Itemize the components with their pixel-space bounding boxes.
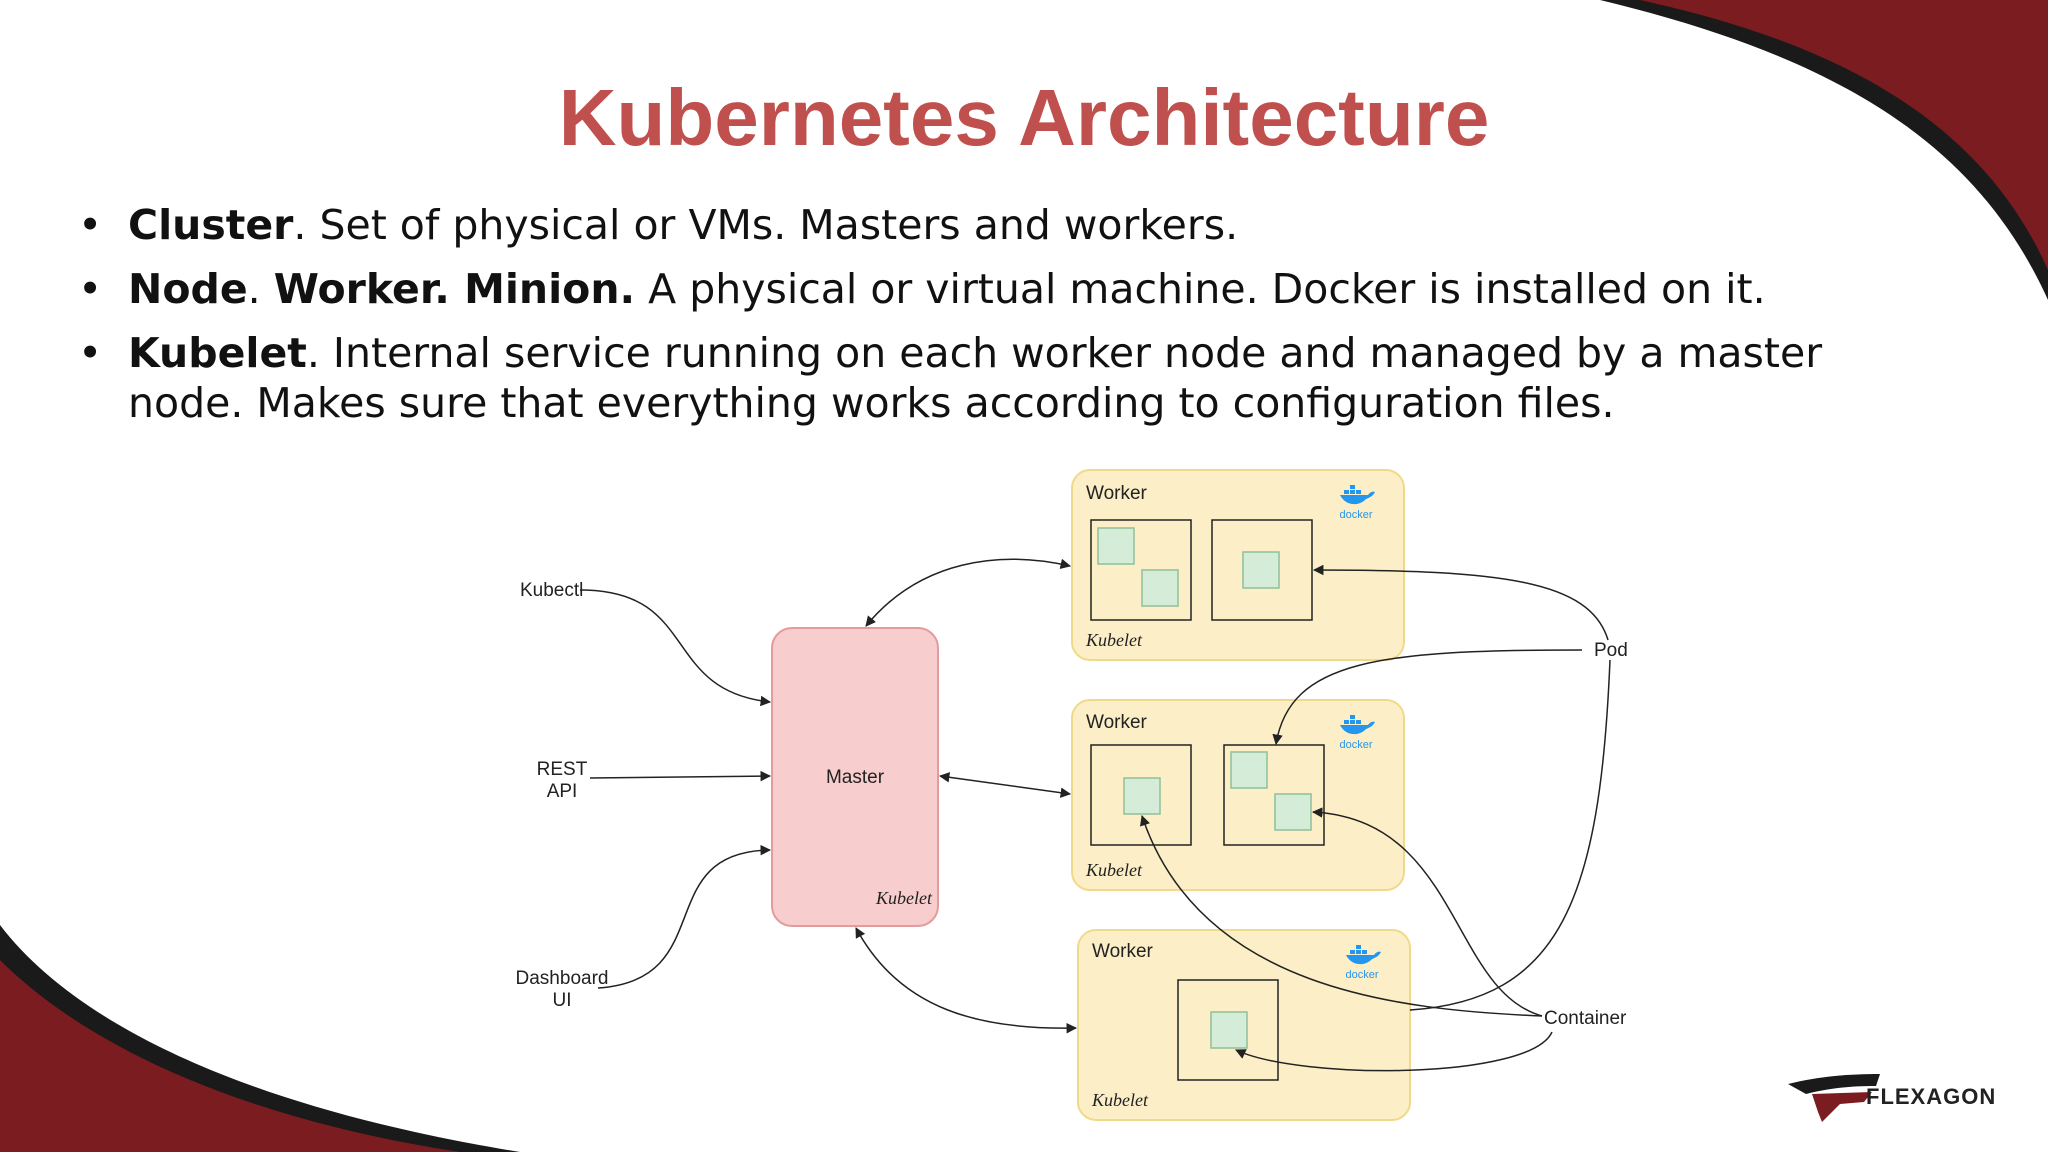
- pod-box: [1211, 519, 1313, 621]
- container-to-worker2-right-arrow: [1311, 807, 1543, 1017]
- slide-title: Kubernetes Architecture: [558, 73, 1490, 162]
- pod-to-worker1-pod-arrow: [1312, 564, 1609, 641]
- master-kubelet-label: Kubelet: [875, 888, 933, 908]
- master-worker2-arrow: [938, 772, 1072, 798]
- dashboard-label-line1: Dashboard: [516, 968, 609, 989]
- master-node-box: [771, 627, 939, 927]
- flexagon-logo: FLEXAGON: [1788, 1074, 1996, 1122]
- master-worker1-arrow: [865, 558, 1072, 627]
- worker-node-box-1: [1071, 469, 1405, 661]
- worker-kubelet-label-2: Kubelet: [1085, 860, 1143, 880]
- rest-api-label-line2: API: [547, 781, 578, 802]
- docker-logo-text-3: docker: [1345, 969, 1378, 981]
- master-worker3-arrow: [855, 927, 1078, 1034]
- worker-label-2: Worker: [1086, 712, 1148, 733]
- docker-logo-text-2: docker: [1339, 739, 1372, 751]
- docker-logo-text-1: docker: [1339, 509, 1372, 521]
- flexagon-logo-text: FLEXAGON: [1866, 1084, 1996, 1109]
- dashboard-label-line2: UI: [553, 990, 572, 1011]
- container-box: [1242, 551, 1280, 589]
- rest-api-label-line1: REST: [537, 759, 588, 780]
- kubectl-label: Kubectl: [520, 580, 583, 601]
- bullet-list: Cluster. Set of physical or VMs. Masters…: [78, 200, 1838, 442]
- bullet-kubelet: Kubelet. Internal service running on eac…: [78, 328, 1838, 428]
- pod-box: [1090, 519, 1192, 621]
- bullet-term: Cluster: [128, 201, 294, 249]
- bullet-term: Kubelet: [128, 329, 307, 377]
- worker-label-1: Worker: [1086, 483, 1148, 504]
- container-box: [1123, 777, 1161, 815]
- container-to-worker3-arrow: [1235, 1031, 1553, 1072]
- bullet-node: Node. Worker. Minion. A physical or virt…: [78, 264, 1838, 314]
- bottom-left-swoosh-red: [0, 960, 460, 1152]
- worker-kubelet-label-1: Kubelet: [1085, 630, 1143, 650]
- bullet-text: . Internal service running on each worke…: [128, 329, 1823, 427]
- container-box: [1210, 1011, 1248, 1049]
- bullet-text: . Set of physical or VMs. Masters and wo…: [293, 201, 1239, 249]
- rest-api-arrow: [589, 770, 772, 782]
- top-right-swoosh-red: [1640, 0, 2048, 270]
- bullet-text: A physical or virtual machine. Docker is…: [635, 265, 1766, 313]
- container-box: [1274, 793, 1312, 831]
- kubectl-arrow: [579, 589, 772, 707]
- container-label: Container: [1544, 1008, 1627, 1029]
- container-to-worker2-left-arrow: [1140, 815, 1543, 1017]
- dashboard-arrow: [597, 844, 772, 989]
- bullet-term: Node: [128, 265, 248, 313]
- master-label: Master: [826, 767, 885, 788]
- worker-label-3: Worker: [1092, 941, 1154, 962]
- container-box: [1230, 751, 1268, 789]
- bullet-cluster: Cluster. Set of physical or VMs. Masters…: [78, 200, 1838, 250]
- pod-box: [1177, 979, 1279, 1081]
- pod-to-worker2-pod-arrow: [1272, 649, 1583, 746]
- pod-label: Pod: [1594, 640, 1628, 661]
- bullet-sep: .: [247, 265, 274, 313]
- bullet-term-2: Worker. Minion.: [273, 265, 636, 313]
- container-box: [1141, 569, 1179, 607]
- flexagon-logo-icon: [1812, 1092, 1872, 1122]
- pod-box: [1090, 744, 1192, 846]
- pod-to-worker3-pod-arrow: [1409, 659, 1611, 1011]
- worker-kubelet-label-3: Kubelet: [1091, 1090, 1149, 1110]
- flexagon-logo-icon: [1788, 1074, 1880, 1094]
- worker-node-box-2: [1071, 699, 1405, 891]
- container-box: [1097, 527, 1135, 565]
